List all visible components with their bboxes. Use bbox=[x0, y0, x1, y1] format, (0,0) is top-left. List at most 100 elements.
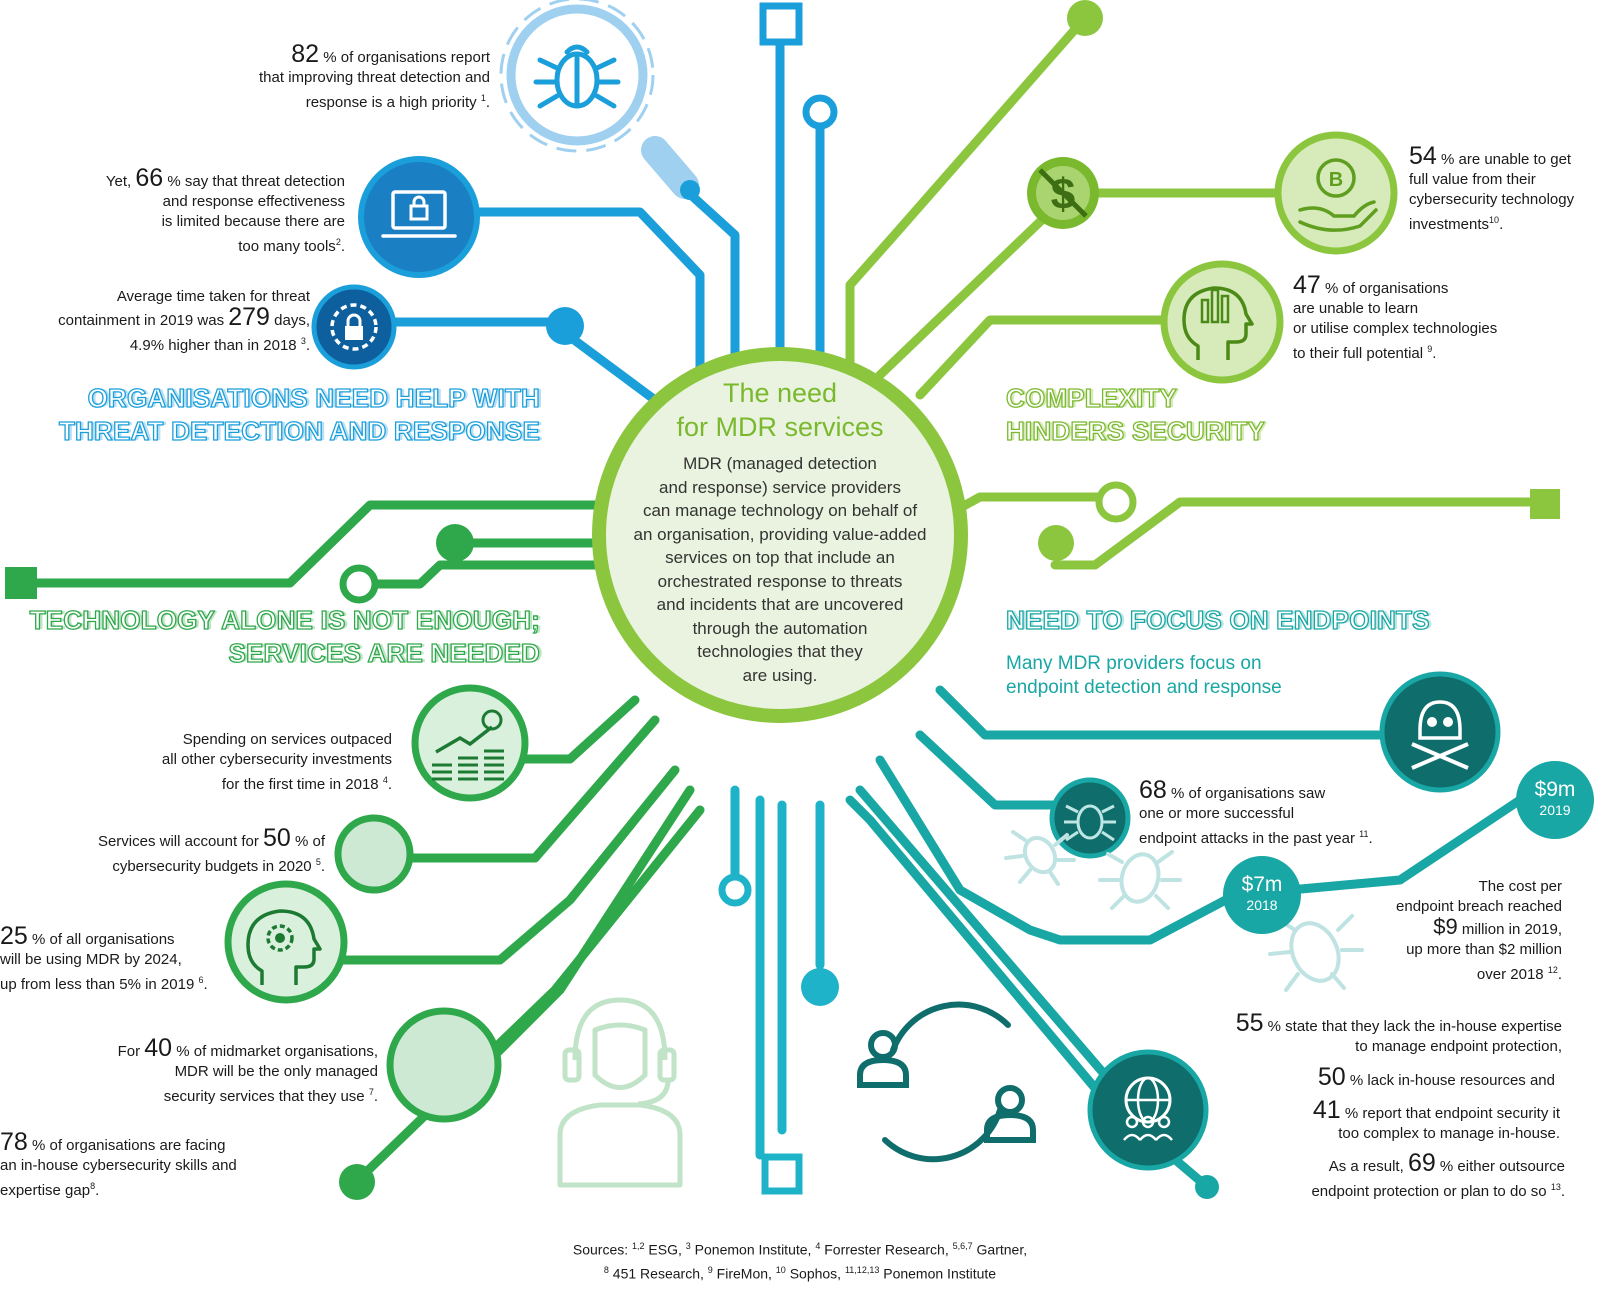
footnote-ref: 5,6,7 bbox=[952, 1241, 973, 1251]
stat-punct: . bbox=[485, 94, 490, 111]
stat-text: Yet, bbox=[105, 173, 136, 190]
footnote-ref: 9 bbox=[707, 1264, 713, 1275]
stat-midmarket-mdr: For 40 % of midmarket organisations, MDR… bbox=[60, 1036, 378, 1107]
stat-text: response is a high priority bbox=[305, 94, 477, 111]
stat-text: % of bbox=[290, 833, 325, 850]
stat-skills-gap: 78 % of organisations are facing an in-h… bbox=[0, 1130, 280, 1201]
center-body-line: are using. bbox=[742, 665, 818, 685]
source-name: FireMon, bbox=[712, 1265, 772, 1282]
skull-icon bbox=[1379, 671, 1501, 793]
threat-heading-line-2: THREAT DETECTION AND RESPONSE bbox=[58, 415, 540, 446]
stat-text: endpoint breach reached bbox=[1396, 898, 1562, 915]
bug-icon bbox=[1049, 777, 1131, 859]
center-body: MDR (managed detection and response) ser… bbox=[610, 452, 950, 687]
stat-text: too complex to manage in-house. bbox=[1338, 1125, 1560, 1142]
stat-text: to their full potential bbox=[1293, 345, 1424, 362]
source-name: 451 Research, bbox=[608, 1265, 704, 1282]
center-title-line-1: The need bbox=[722, 378, 838, 408]
stat-text: that improving threat detection and bbox=[259, 69, 490, 86]
green-dot-terminal bbox=[436, 524, 474, 562]
footnote-ref: 13 bbox=[1550, 1182, 1561, 1192]
faint-bug-icons bbox=[1004, 830, 1364, 992]
stat-text: cybersecurity budgets in 2020 bbox=[112, 858, 312, 875]
stat-text: days, bbox=[269, 312, 310, 329]
stat-text: up from less than 5% in 2019 bbox=[0, 976, 195, 993]
stat-text: are unable to learn bbox=[1293, 300, 1419, 317]
stat-text: million in 2019, bbox=[1457, 921, 1562, 938]
stat-number: 78 bbox=[0, 1128, 28, 1156]
blue-square-terminal bbox=[759, 2, 803, 46]
threat-heading: ORGANISATIONS NEED HELP WITH THREAT DETE… bbox=[20, 382, 540, 448]
laptop-lock-icon bbox=[358, 156, 480, 278]
stat-text: % lack in-house resources and bbox=[1345, 1072, 1555, 1089]
footnote-ref: 9 bbox=[1427, 344, 1433, 354]
green-dot-terminal-2 bbox=[339, 1164, 375, 1200]
stat-number: 25 bbox=[0, 922, 28, 950]
stat-text: expertise gap bbox=[0, 1182, 91, 1199]
green-plain-circle bbox=[334, 814, 414, 894]
stat-number: 69 bbox=[1407, 1149, 1436, 1177]
stat-text: endpoint attacks in the past year bbox=[1139, 830, 1355, 847]
complexity-heading-line-1: COMPLEXITY bbox=[1005, 382, 1178, 413]
footnote-ref: 8 bbox=[90, 1181, 96, 1191]
footnote-ref: 3 bbox=[300, 336, 306, 346]
stat-punct: . bbox=[95, 1182, 100, 1199]
stat-text: % state that they lack the in-house expe… bbox=[1263, 1018, 1562, 1035]
stat-text: % of organisations saw bbox=[1166, 785, 1326, 802]
green-ring-terminal bbox=[339, 564, 379, 604]
footnote-ref: 10 bbox=[1489, 215, 1500, 225]
stat-text: and response effectiveness bbox=[162, 193, 345, 210]
stat-spending-services: Spending on services outpaced all other … bbox=[100, 730, 392, 795]
cost-2018-bubble bbox=[1223, 856, 1301, 934]
blue-circuit-lines bbox=[365, 35, 825, 405]
stat-text: As a result, bbox=[1328, 1158, 1408, 1175]
footnote-ref: 10 bbox=[775, 1264, 786, 1275]
users-cycle-icon bbox=[857, 1001, 1036, 1163]
lime-dot-terminal bbox=[1067, 0, 1103, 36]
stat-too-many-tools: Yet, 66 % say that threat detection and … bbox=[40, 166, 345, 257]
stat-endpoint-attacks: 68 % of organisations saw one or more su… bbox=[1139, 778, 1419, 849]
stat-number: 40 bbox=[144, 1034, 173, 1062]
stat-number: 54 bbox=[1409, 142, 1437, 170]
footnote-ref: 11 bbox=[1359, 829, 1369, 839]
stat-text: Spending on services outpaced bbox=[182, 731, 392, 748]
endpoints-subheading-line-2: endpoint detection and response bbox=[1006, 677, 1282, 698]
stat-text: % say that threat detection bbox=[163, 173, 345, 190]
stat-too-complex: 41 % report that endpoint security it to… bbox=[1200, 1098, 1560, 1144]
center-title: The need for MDR services bbox=[620, 376, 940, 444]
center-body-line: can manage technology on behalf of bbox=[642, 501, 918, 520]
stat-number: 47 bbox=[1293, 271, 1321, 299]
stat-complex-tech: 47 % of organisations are unable to lear… bbox=[1293, 273, 1553, 364]
stat-text: For bbox=[117, 1043, 145, 1060]
footnote-ref: 2 bbox=[335, 237, 341, 247]
blue-ring-terminal bbox=[802, 94, 838, 130]
head-chart-icon bbox=[1160, 260, 1284, 384]
endpoints-subheading-line-1: Many MDR providers focus on bbox=[1006, 653, 1262, 674]
headset-person-icon bbox=[557, 997, 683, 1188]
stat-number: 41 bbox=[1312, 1096, 1341, 1124]
stat-text: endpoint protection or plan to do so bbox=[1311, 1183, 1547, 1200]
stat-containment-time: Average time taken for threat containmen… bbox=[10, 287, 310, 356]
stat-mdr-2024: 25 % of all organisations will be using … bbox=[0, 924, 240, 995]
stat-number: 50 bbox=[1317, 1063, 1346, 1091]
stat-text: security services that they use bbox=[163, 1088, 365, 1105]
stat-text: is limited because there are bbox=[161, 213, 345, 230]
sources-footer: Sources: 1,2 ESG, 3 Ponemon Institute, 4… bbox=[400, 1236, 1200, 1283]
stat-text: investments bbox=[1409, 216, 1490, 233]
cyan-ring-terminal bbox=[718, 873, 752, 907]
stat-text: % of midmarket organisations, bbox=[172, 1043, 378, 1060]
chart-dollar-icon bbox=[411, 684, 529, 802]
stat-text: containment in 2019 was bbox=[58, 312, 229, 329]
footnote-ref: 8 bbox=[603, 1264, 609, 1275]
complexity-heading: COMPLEXITY HINDERS SECURITY bbox=[1005, 382, 1326, 448]
dollar-no-icon: $ bbox=[1027, 157, 1099, 229]
stat-inhouse-expertise: 55 % state that they lack the in-house e… bbox=[1180, 1011, 1562, 1057]
cost-2019-year: 2019 bbox=[1539, 802, 1571, 818]
center-body-line: technologies that they bbox=[697, 642, 863, 661]
stat-punct: . bbox=[387, 776, 392, 793]
sources-label: Sources: bbox=[572, 1241, 629, 1258]
footnote-ref: 5 bbox=[315, 857, 321, 867]
stat-full-value: 54 % are unable to get full value from t… bbox=[1409, 144, 1599, 235]
cyan-circuit-lines bbox=[730, 785, 825, 1160]
stat-text: % of all organisations bbox=[27, 931, 175, 948]
